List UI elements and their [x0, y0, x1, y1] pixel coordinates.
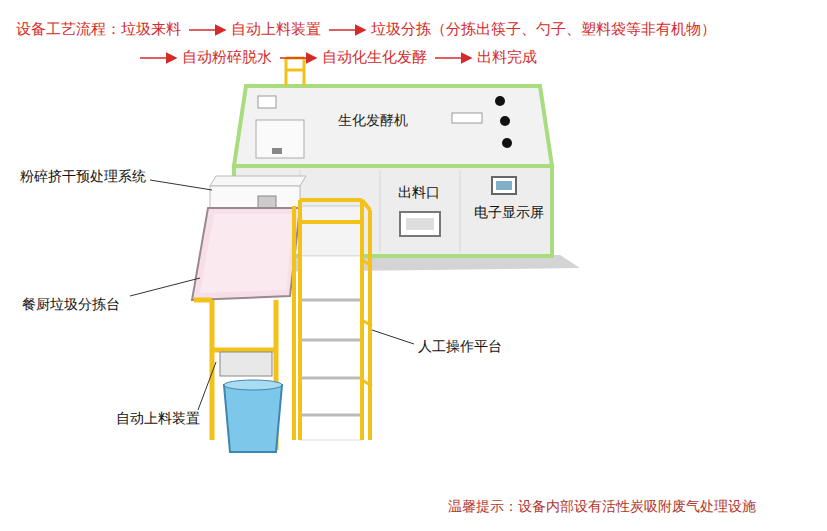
platform-rail — [294, 200, 370, 440]
part-label: 餐厨垃圾分拣台 — [22, 296, 120, 313]
stair-rail — [362, 260, 372, 386]
flow-arrow — [329, 29, 365, 31]
leader-line — [198, 362, 216, 410]
machine-name: 生化发酵机 — [338, 112, 408, 129]
flow-arrow — [435, 57, 471, 59]
flow-step: 自动化生化发酵 — [322, 48, 427, 66]
outlet-inner — [406, 218, 434, 230]
flow-arrow — [280, 57, 316, 59]
panel-seam — [460, 170, 461, 252]
sorting-tray-inner — [200, 214, 294, 293]
panel-seam — [380, 170, 381, 252]
blue-bin — [224, 385, 282, 452]
port — [495, 96, 505, 106]
container-top — [234, 86, 552, 166]
stair-steps — [302, 300, 360, 415]
hatch — [256, 120, 304, 158]
outlet — [400, 212, 440, 236]
flow-step: 垃圾分拣（分拣出筷子、勺子、塑料袋等非有机物） — [371, 20, 716, 38]
flow-step: 自动粉碎脱水 — [182, 48, 272, 66]
vent-box — [452, 113, 482, 123]
display-screen — [496, 181, 512, 190]
note-text: 温馨提示：设备内部设有活性炭吸附废气处理设施 — [448, 498, 756, 515]
flow-step: 设备工艺流程：垃圾来料 — [16, 20, 181, 38]
part-label: 人工操作平台 — [418, 338, 502, 355]
port — [502, 138, 512, 148]
leader-line — [130, 278, 200, 296]
stairs-side — [300, 256, 362, 440]
loader-unit — [220, 352, 272, 376]
flow-step: 自动上料装置 — [231, 20, 321, 38]
top-box — [258, 96, 276, 108]
top-ladder — [286, 58, 304, 86]
sorting-tray — [192, 208, 300, 300]
flow-arrow — [140, 57, 176, 59]
port — [500, 116, 510, 126]
flow-step: 出料完成 — [477, 48, 537, 66]
pretreat-top — [210, 176, 306, 186]
flow-arrow — [189, 29, 225, 31]
platform-deck — [300, 206, 362, 256]
part-label: 电子显示屏 — [474, 204, 544, 221]
part-label: 自动上料装置 — [116, 410, 200, 427]
leader-line — [150, 180, 212, 190]
leader-line — [372, 330, 414, 344]
bin-rim — [224, 380, 282, 390]
hatch-handle — [272, 148, 282, 154]
part-label: 粉碎挤干预处理系统 — [20, 168, 146, 185]
display — [492, 177, 516, 194]
part-label: 出料口 — [398, 184, 440, 201]
